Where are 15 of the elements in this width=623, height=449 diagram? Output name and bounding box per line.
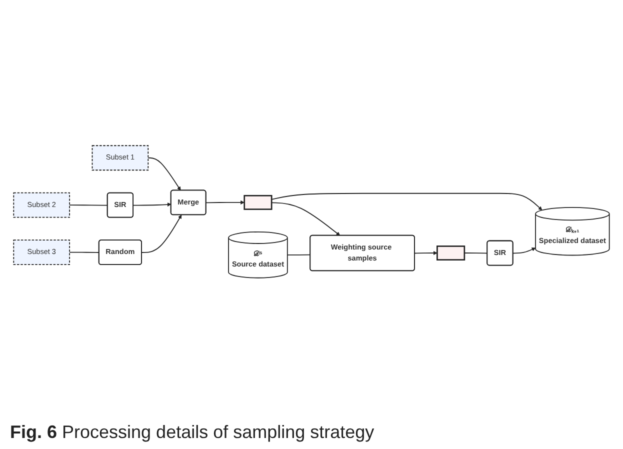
connector: [286, 254, 311, 256]
figure-caption: Fig. 6 Processing details of sampling strategy: [10, 422, 376, 443]
node-box: [244, 195, 272, 210]
connector: [69, 252, 100, 254]
arrow: [132, 202, 172, 207]
arrow: [271, 193, 542, 211]
arrow: [512, 248, 536, 254]
arrow: [271, 202, 340, 236]
node-box: [436, 246, 466, 261]
arrow: [206, 200, 245, 205]
arrow: [141, 215, 182, 254]
arrow: [148, 158, 181, 191]
connector: [464, 252, 488, 254]
arrow: [414, 251, 438, 256]
connector: [69, 204, 108, 206]
